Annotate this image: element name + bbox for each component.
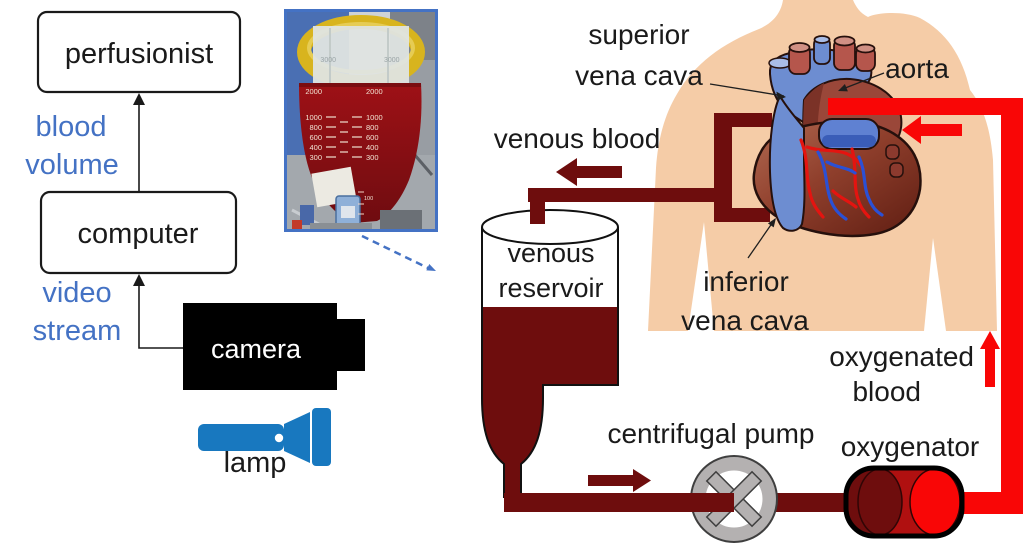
photo-frame [284,9,438,232]
venous-line-horizontal [528,188,732,202]
blood-volume-label-line1: blood [36,111,107,143]
oxygenator-icon [843,465,965,539]
superior-vena-cava-label-line2: vena cava [575,60,703,91]
reservoir-inlet-overlay [530,188,545,224]
reservoir-lid [481,209,619,245]
arrow-up-icon [133,93,145,105]
callout-lines [709,72,885,259]
ivc-pointer-line [747,218,776,259]
svg-text:2000: 2000 [366,87,383,96]
left-arm-gap [688,222,714,331]
svc-pointer-arrowhead-icon [776,91,786,101]
svg-text:1000: 1000 [366,113,383,122]
flow-arrow-right-shaft [588,475,633,486]
arterial-line-vertical [1001,98,1023,514]
inferior-vena-cava-label-line2: vena cava [681,305,809,336]
ivc-pointer-arrowhead-icon [767,218,776,228]
venous-arrow-shaft [577,166,622,178]
pulmonary-vein-stub [889,162,904,178]
video-stream-label-line1: video [42,277,111,309]
venous-blood-arrow [556,158,622,186]
great-vessel-stubs [788,35,876,75]
reservoir-photo: 3000 3000 2000 1000 800 600 400 300 2000… [284,9,438,271]
blood-volume-label-line2: volume [25,149,119,181]
venous-reservoir-label-line2: reservoir [498,273,603,303]
photo-scale-100: 100 [364,196,373,202]
video-stream-label-line2: stream [33,315,122,347]
pump-oxygenator-circuit [504,455,965,543]
circuit-labels: superior vena cava aorta venous blood in… [494,19,980,462]
svc-pointer-line [709,83,785,97]
venous-arrow-left-icon [556,158,577,186]
svg-text:400: 400 [309,143,322,152]
computer-label: computer [78,218,199,250]
flow-arrow-up-icon [980,331,1000,349]
coronary-veins [816,150,884,221]
reservoir-blood [482,307,618,497]
right-atrium-ivc-vessel [768,95,806,232]
venous-reservoir-schematic: venous reservoir [481,188,619,498]
flow-arrow-right-icon [633,469,651,492]
lamp-label: lamp [224,447,287,479]
pulmonary-vein-stub [885,144,900,160]
svg-text:300: 300 [309,153,322,162]
oxygenated-blood-label-line1: oxygenated [829,341,974,372]
pump-outlet-tube [775,493,850,512]
aorta-pointer-line [839,72,885,91]
flowchart: perfusionist blood volume computer video… [25,10,365,479]
photo-scale-3000-left: 3000 [320,57,336,64]
arterial-line-bottom [950,492,1023,514]
photo-tick-marks [326,116,362,158]
svg-text:800: 800 [309,123,322,132]
superior-vena-cava-label-line1: superior [588,19,689,50]
aorta-pointer-arrowhead-icon [838,84,848,92]
perfusionist-label: perfusionist [65,38,213,70]
camera-label: camera [211,334,302,364]
oxygenator-label: oxygenator [841,431,980,462]
flow-arrow-left-shaft [921,124,962,136]
svg-text:600: 600 [309,133,322,142]
right-arm-gap [924,238,946,331]
perfusionist-box [36,10,242,94]
arterial-tubing [828,98,1023,514]
photo-graduation-left: 2000 1000 800 600 400 300 [305,87,322,162]
coronary-arteries [799,138,871,219]
photo-callout-arrowhead-icon [426,264,436,271]
photo-scale-3000-right: 3000 [384,57,400,64]
svg-text:800: 800 [366,123,379,132]
svg-text:600: 600 [366,133,379,142]
photo-clear-chamber [313,26,409,86]
svc-opening [768,57,792,69]
camera-icon: camera [183,303,365,390]
venous-blood-label: venous blood [494,123,661,154]
arrow-up-icon [133,274,145,286]
photo-callout-dashed-line [361,234,429,270]
svg-text:400: 400 [366,143,379,152]
svg-text:1000: 1000 [305,113,322,122]
centrifugal-pump-label: centrifugal pump [607,418,814,449]
centrifugal-pump-icon [640,455,778,543]
inferior-vena-cava-label-line1: inferior [703,266,789,297]
flow-arrow-up-shaft [985,348,995,387]
svg-text:2000: 2000 [305,87,322,96]
reservoir-outline [481,227,619,498]
arterial-line-top [828,98,1023,115]
oxygenated-blood-label-line2: blood [852,376,921,407]
cannula-manifold-tube [714,113,732,222]
photo-graduation-right: 2000 1000 800 600 400 300 [366,87,383,162]
computer-box [39,190,238,275]
lamp-icon [198,408,331,466]
aorta-label: aorta [885,53,949,84]
camera-to-computer-arrow [138,280,183,349]
venous-reservoir-label-line1: venous [507,238,594,268]
svg-text:300: 300 [366,153,379,162]
heart-illustration [752,35,922,238]
flow-arrow-left-icon [902,116,921,144]
